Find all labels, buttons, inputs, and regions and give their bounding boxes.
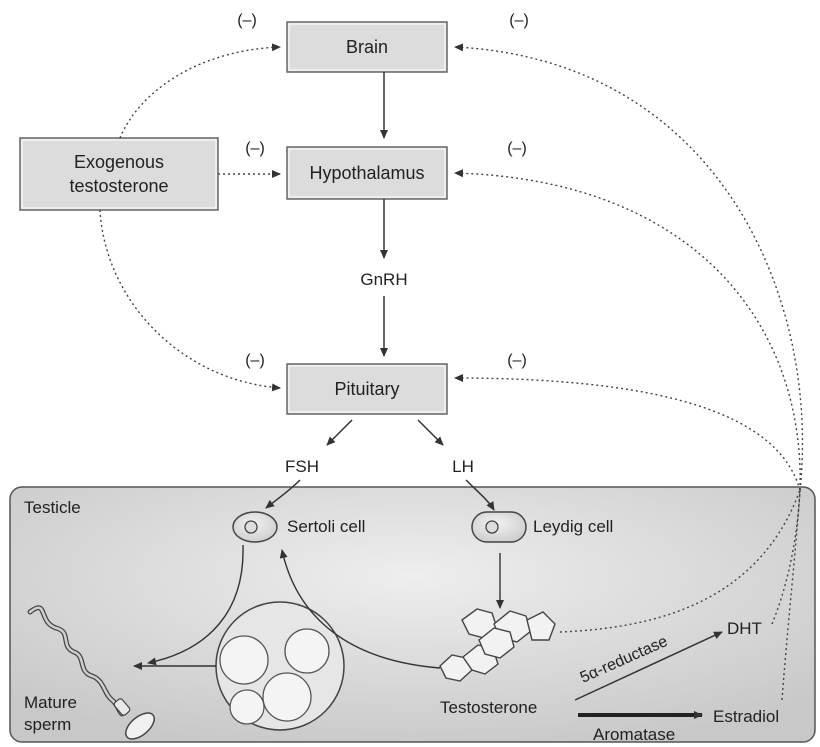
testosterone-label: Testosterone bbox=[440, 698, 537, 717]
exogenous-label-line1: Exogenous bbox=[74, 152, 164, 172]
lh-label: LH bbox=[452, 457, 474, 476]
exogenous-label-line2: testosterone bbox=[69, 176, 168, 196]
hypothalamus-label: Hypothalamus bbox=[309, 163, 424, 183]
hypothalamus-left-inhibition: (–) bbox=[245, 140, 265, 157]
seminiferous-tubule bbox=[215, 601, 345, 731]
hypothalamus-box: Hypothalamus bbox=[286, 146, 448, 200]
fsh-label: FSH bbox=[285, 457, 319, 476]
sertoli-cell bbox=[232, 511, 278, 543]
reductase-arrow bbox=[574, 631, 723, 701]
exogenous-testosterone-box: Exogenous testosterone bbox=[19, 137, 219, 211]
aromatase-label: Aromatase bbox=[593, 725, 675, 744]
testosterone-to-sertoli-arrow bbox=[279, 549, 441, 669]
pituitary-to-fsh-arrow bbox=[326, 419, 353, 446]
sertoli-label: Sertoli cell bbox=[287, 517, 365, 536]
sperm-icon bbox=[27, 605, 155, 740]
mature-sperm-label-line2: sperm bbox=[24, 715, 71, 734]
pituitary-right-inhibition: (–) bbox=[507, 352, 527, 369]
testosterone-feedback-path bbox=[559, 489, 801, 633]
steroid-to-pituitary-feedback bbox=[454, 374, 801, 491]
pituitary-label: Pituitary bbox=[334, 379, 399, 399]
leydig-label: Leydig cell bbox=[533, 517, 613, 536]
steroid-to-hypothalamus-feedback bbox=[454, 169, 801, 491]
testicle-region bbox=[9, 486, 816, 743]
dht-label: DHT bbox=[727, 619, 762, 638]
lh-to-leydig-arrow bbox=[465, 479, 495, 511]
brain-label: Brain bbox=[346, 37, 388, 57]
mature-sperm-label-line1: Mature bbox=[24, 693, 77, 712]
brain-left-inhibition: (–) bbox=[237, 12, 257, 29]
testosterone-molecule-icon bbox=[439, 608, 556, 682]
brain-right-inhibition: (–) bbox=[509, 12, 529, 29]
estradiol-label: Estradiol bbox=[713, 707, 779, 726]
pituitary-box: Pituitary bbox=[286, 363, 448, 415]
testicle-label: Testicle bbox=[24, 498, 81, 517]
brain-box: Brain bbox=[286, 21, 448, 73]
hypothalamus-right-inhibition: (–) bbox=[507, 140, 527, 157]
fsh-to-sertoli-arrow bbox=[265, 479, 301, 509]
sertoli-to-sperm-arrow bbox=[147, 544, 244, 666]
exogenous-to-brain-feedback bbox=[119, 43, 281, 139]
pituitary-to-lh-arrow bbox=[417, 419, 444, 446]
dht-feedback-path bbox=[771, 489, 801, 625]
feedback-lines bbox=[99, 43, 804, 701]
leydig-cell bbox=[471, 511, 527, 543]
gnrh-label: GnRH bbox=[360, 270, 407, 289]
steroid-to-brain-feedback bbox=[454, 43, 804, 491]
pituitary-left-inhibition: (–) bbox=[245, 352, 265, 369]
